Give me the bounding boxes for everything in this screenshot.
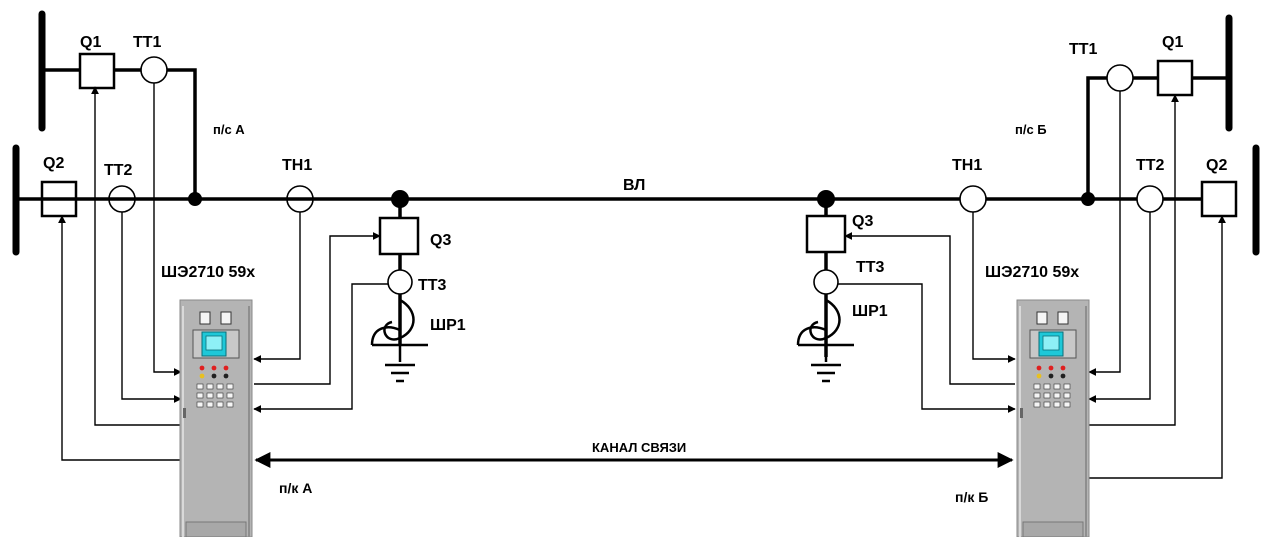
label-tt2-a: TT2 <box>104 162 133 179</box>
substation-b <box>796 14 1260 537</box>
ct-tt1-b <box>1106 64 1134 92</box>
label-tt3-b: TT3 <box>856 259 885 276</box>
ct-tt2-b <box>1136 185 1164 213</box>
breaker-q1-b <box>1156 59 1194 97</box>
wire-q2-a <box>58 215 181 461</box>
wire-tt1-a <box>153 83 182 376</box>
label-q1-a: Q1 <box>80 34 101 51</box>
label-q3-a: Q3 <box>430 232 451 249</box>
reactor-cap-b <box>796 326 827 346</box>
label-shr1-a: ШР1 <box>430 317 466 334</box>
ground-icon-b <box>798 343 854 383</box>
ground-icon-a <box>372 343 428 383</box>
label-substation-b: п/с Б <box>1015 122 1047 137</box>
wire-th1-b <box>972 212 1016 363</box>
wire-tt2-b <box>1088 212 1151 403</box>
wire-q1-b <box>1088 94 1179 426</box>
label-th1-b: TH1 <box>952 157 982 174</box>
breaker-q3-b <box>805 214 847 254</box>
label-tt1-a: TT1 <box>133 34 162 51</box>
wire-th1-a <box>253 212 301 363</box>
label-th1-a: TH1 <box>282 157 312 174</box>
label-cabinet-b: ШЭ2710 59х <box>985 264 1079 281</box>
label-q2-b: Q2 <box>1206 157 1227 174</box>
cabinet-a-icon <box>179 299 253 537</box>
label-station-b: п/к Б <box>955 489 988 505</box>
ct-tt1-a <box>140 56 168 84</box>
ct-tt3-a <box>387 269 413 295</box>
label-q2-a: Q2 <box>43 155 64 172</box>
label-tt3-a: TT3 <box>418 277 447 294</box>
junction-b <box>1081 192 1095 206</box>
label-substation-a: п/с А <box>213 122 245 137</box>
wire-tt1-b <box>1088 91 1121 376</box>
breaker-q1-a <box>78 52 116 90</box>
label-station-a: п/к А <box>279 480 312 496</box>
label-q3-b: Q3 <box>852 213 873 230</box>
wire-q2-b <box>1088 215 1226 479</box>
wire-q3-b <box>844 232 1015 385</box>
label-cabinet-a: ШЭ2710 59х <box>161 264 255 281</box>
wire-tt3-a <box>253 283 388 413</box>
wire-q3-a <box>254 232 381 385</box>
label-tt2-b: TT2 <box>1136 157 1165 174</box>
substation-a <box>12 10 428 537</box>
label-q1-b: Q1 <box>1162 34 1183 51</box>
breaker-q3-a <box>378 216 420 256</box>
label-line: ВЛ <box>623 177 645 194</box>
label-shr1-b: ШР1 <box>852 303 888 320</box>
wire-tt2-a <box>121 212 182 403</box>
label-channel: КАНАЛ СВЯЗИ <box>592 440 686 455</box>
upper-bay-wire-a <box>42 68 197 199</box>
cabinet-b-icon <box>1016 299 1090 537</box>
label-tt1-b: TT1 <box>1069 41 1098 58</box>
ct-tt3-b <box>813 269 839 295</box>
vt-th1-b <box>959 185 987 213</box>
breaker-q2-b <box>1200 180 1238 218</box>
wire-tt3-b <box>838 283 1016 413</box>
wire-q1-a <box>91 86 181 426</box>
reactor-cap-a <box>370 326 401 346</box>
